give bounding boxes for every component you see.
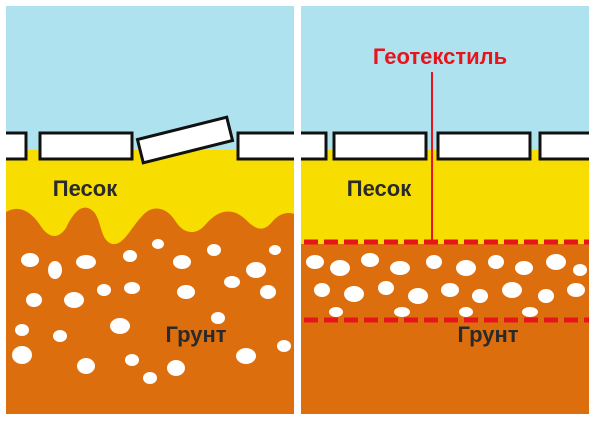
left-tile-2 xyxy=(38,131,134,161)
geotextile-label: Геотекстиль xyxy=(373,44,507,69)
right-tile-4 xyxy=(538,131,589,161)
panel-divider xyxy=(294,0,301,425)
right-paving-tiles xyxy=(301,131,589,161)
left-tile-1 xyxy=(6,131,28,161)
left-paving-tiles xyxy=(6,115,294,165)
right-sand-label: Песок xyxy=(347,176,412,201)
left-sand-label: Песок xyxy=(53,176,118,201)
left-stones xyxy=(12,239,291,384)
right-tile-3 xyxy=(436,131,532,161)
right-soil-layer xyxy=(301,320,589,414)
right-tile-1 xyxy=(301,131,328,161)
right-panel: Геотекстиль Песок Грунт xyxy=(301,6,589,414)
right-sand-layer xyxy=(301,150,589,246)
right-soil-label: Грунт xyxy=(457,322,518,347)
left-panel: Песок Грунт xyxy=(6,6,294,414)
left-tile-3-tilted xyxy=(135,115,235,165)
right-tile-2 xyxy=(332,131,428,161)
right-stones xyxy=(306,253,587,317)
left-soil-label: Грунт xyxy=(165,322,226,347)
left-tile-4 xyxy=(236,131,294,161)
right-stone-layer xyxy=(301,244,589,322)
